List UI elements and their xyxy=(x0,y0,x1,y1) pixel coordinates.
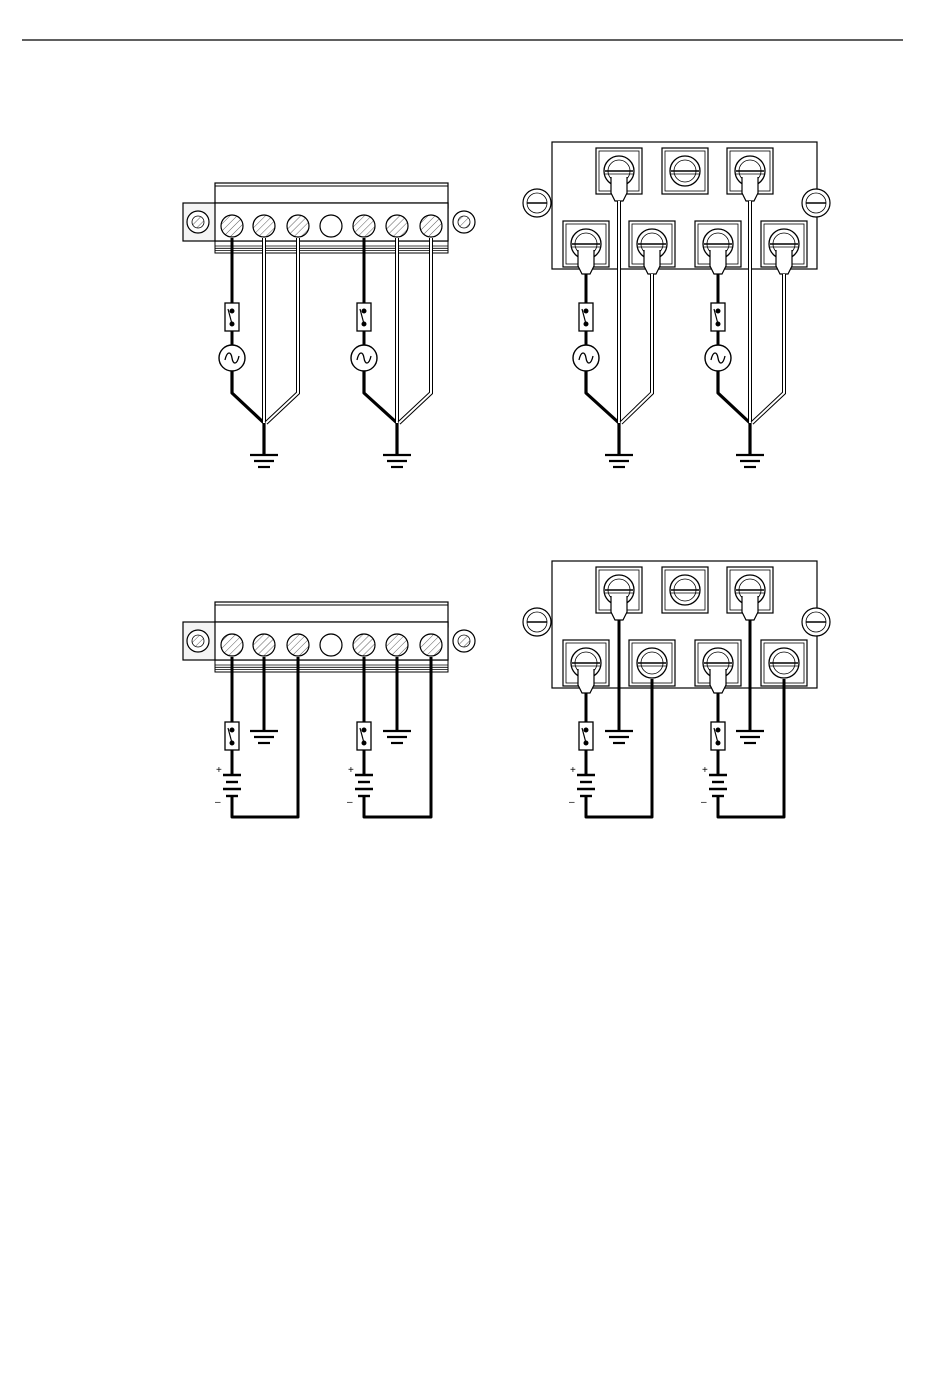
figure-ac-plug-connector xyxy=(183,183,475,467)
ground-icon xyxy=(736,731,764,743)
ground-wire xyxy=(364,371,397,455)
ring-lug-icon xyxy=(776,250,792,274)
terminal-screw-icon xyxy=(662,567,708,613)
terminal-screw-icon xyxy=(386,634,408,656)
terminal-screw-icon xyxy=(320,634,342,656)
terminal-screw-icon xyxy=(221,215,243,237)
switch-contact-icon xyxy=(711,722,725,750)
mount-screw-icon xyxy=(523,189,551,217)
ring-lug-icon xyxy=(742,596,758,620)
terminal-screw-icon xyxy=(420,215,442,237)
ac-source-icon xyxy=(351,345,377,371)
ground-icon xyxy=(383,455,411,467)
terminal-screw-icon xyxy=(386,215,408,237)
terminal-screw-icon xyxy=(253,215,275,237)
battery-minus-label: – xyxy=(215,797,221,808)
ac-source-icon xyxy=(705,345,731,371)
ground-icon xyxy=(605,731,633,743)
figure-dc-screw-terminal: +–+– xyxy=(523,561,830,817)
battery-plus-label: + xyxy=(702,765,708,776)
terminal-screw-icon xyxy=(353,215,375,237)
battery-icon: +– xyxy=(215,765,241,808)
ground-icon xyxy=(736,455,764,467)
wire xyxy=(266,238,298,423)
battery-minus-label: – xyxy=(701,797,707,808)
wire xyxy=(621,274,652,423)
figure-ac-screw-terminal xyxy=(523,142,830,467)
screw-terminal-board xyxy=(523,561,830,688)
ground-icon xyxy=(383,731,411,743)
ring-lug-icon xyxy=(611,596,627,620)
terminal-screw-icon xyxy=(253,634,275,656)
figure-dc-plug-connector: +–+– xyxy=(183,602,475,817)
ring-lug-icon xyxy=(611,177,627,201)
ring-lug-icon xyxy=(710,250,726,274)
switch-contact-icon xyxy=(579,303,593,331)
screw-terminal-board xyxy=(523,142,830,269)
ac-source-icon xyxy=(219,345,245,371)
ground-icon xyxy=(250,455,278,467)
mount-screw-icon xyxy=(523,608,551,636)
mount-screw-icon xyxy=(802,608,830,636)
wire xyxy=(399,238,431,423)
battery-plus-label: + xyxy=(216,765,222,776)
switch-contact-icon xyxy=(357,722,371,750)
ac-source-icon xyxy=(573,345,599,371)
mount-screw-icon xyxy=(802,189,830,217)
battery-minus-label: – xyxy=(569,797,575,808)
terminal-screw-icon xyxy=(287,215,309,237)
ground-icon xyxy=(605,455,633,467)
ring-lug-icon xyxy=(644,250,660,274)
ground-wire xyxy=(718,371,750,455)
ground-wire xyxy=(586,371,619,455)
wire xyxy=(752,274,784,423)
switch-contact-icon xyxy=(357,303,371,331)
switch-contact-icon xyxy=(711,303,725,331)
ring-lug-icon xyxy=(578,250,594,274)
switch-contact-icon xyxy=(225,722,239,750)
ring-lug-icon xyxy=(710,669,726,693)
battery-icon: +– xyxy=(347,765,373,808)
battery-icon: +– xyxy=(701,765,727,808)
battery-icon: +– xyxy=(569,765,595,808)
switch-contact-icon xyxy=(225,303,239,331)
battery-plus-label: + xyxy=(570,765,576,776)
ring-lug-icon xyxy=(742,177,758,201)
ring-lug-icon xyxy=(578,669,594,693)
terminal-screw-icon xyxy=(353,634,375,656)
ground-wire xyxy=(232,371,264,455)
ground-icon xyxy=(250,731,278,743)
switch-contact-icon xyxy=(579,722,593,750)
battery-minus-label: – xyxy=(347,797,353,808)
terminal-screw-icon xyxy=(320,215,342,237)
battery-plus-label: + xyxy=(348,765,354,776)
terminal-screw-icon xyxy=(662,148,708,194)
terminal-screw-icon xyxy=(221,634,243,656)
terminal-screw-icon xyxy=(420,634,442,656)
terminal-screw-icon xyxy=(287,634,309,656)
